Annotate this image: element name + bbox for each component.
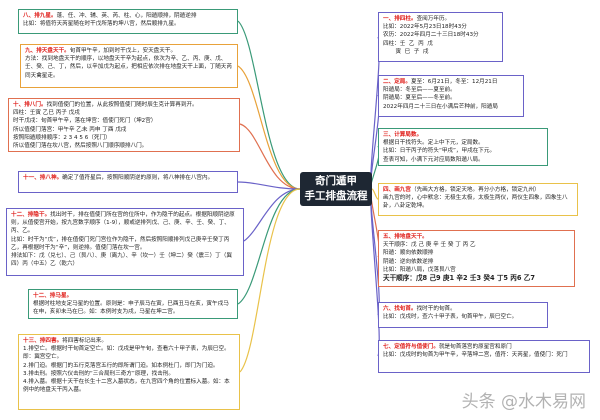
node-left-7: 十三、排四害。将四害标记出来。 1.排空亡。根据时干旬首定空亡。如：戊戌是甲午旬… (18, 334, 240, 410)
node-left-2: 九、排天盘天干。旬首甲午辛，加到时干戊上，安天盘天干。 方法：找到地盘天干的顺序… (20, 44, 238, 88)
node-text: 将四害标记出来。 (62, 338, 107, 344)
node-text: 方法：找到地盘天干的顺序，以地盘天干辛为起点，依次为辛、乙、丙、庚、戊、壬、癸、… (25, 56, 232, 79)
node-right-4: 四、画九宫（先画大方格，锁定天地。再分小方格，锁定九州） 画九宫的时，心中默念：… (378, 183, 578, 216)
central-topic: 奇门遁甲 手工排盘流程 (300, 172, 372, 206)
node-left-1: 八、排九星。蓬、任、冲、辅、英、芮、柱、心，阳遁顺排，阴遁逆排 比如：将值符天芮… (18, 9, 238, 34)
node-title: 四、画九宫 (383, 187, 411, 193)
node-text: 找出时干，排在值使门所在宫的位所中，作为隐干的起点。根据阳顺阴逆原则，从值使宫开… (11, 212, 235, 235)
node-text: 蓬、任、冲、辅、英、芮、柱、心，阳遁顺排，阴遁逆排 (56, 13, 197, 19)
node-text: 旬首甲午辛，加到时干戊上，安天盘天干。 (69, 48, 177, 54)
node-text: 比如：日干丙子的符头“甲戌”，甲戌在下元。 (383, 148, 496, 155)
node-text: （先画大方格，锁定天地。再分小方格，锁定九州） (410, 187, 540, 193)
node-text: 比如：2022年5月23日18时43分 (383, 24, 467, 31)
watermark: 头条 @水木易网 (461, 392, 586, 412)
node-text: 比如：将值符天芮星随在时干戊所落的坤八宫，然后顺排九星。 (23, 21, 180, 28)
central-topic-line1: 奇门遁甲 (315, 175, 357, 187)
node-text: 比如：戊戌时，查六十甲子表，旬首甲午，辰巳空亡。 (383, 314, 518, 321)
node-text: 寅 巳 子 戌 (383, 48, 429, 55)
node-title: 七、定值符与值使门。 (383, 344, 439, 350)
link-l1 (237, 20, 301, 190)
node-text: 画九宫的时，心中默念：无极生太极，太极生两仪，两仪生四象，四象生八卦，八卦定乾坤… (383, 195, 568, 210)
node-text-large: 天干顺序：戊8 己9 庚1 辛2 壬3 癸4 丁5 丙6 乙7 (383, 274, 535, 283)
node-title: 十二、排马星。 (33, 293, 73, 299)
node-text: 2022年四月二十三日在小满后芒种前，阳遁局 (383, 103, 498, 110)
node-text: 找到值使门的位置，从此按照值使门随时辰生克计算再到开。 (46, 102, 198, 108)
node-left-6: 十二、排马星。 根据时柱地支定马星的位置。原则是：申子辰马在寅，巳酉丑马在亥，寅… (28, 289, 238, 319)
node-text: 四柱：壬 乙 丙 戊 (383, 40, 433, 47)
node-text: 夏至：6月21日，冬至：12月21日 (410, 79, 498, 85)
node-title: 十二、排隐干。 (11, 212, 51, 218)
link-l2 (237, 65, 301, 190)
node-right-3: 三、计算局数。 根据日干找符头。定上中下元，定局数。 比如：日干丙子的符头“甲戌… (378, 128, 548, 166)
link-l7 (239, 188, 301, 373)
node-left-3: 十、排八门。找到值使门的位置，从此按照值使门随时辰生克计算再到开。 四柱：壬寅 … (8, 98, 240, 152)
central-topic-line2: 手工排盘流程 (304, 190, 368, 202)
node-title: 十、排八门。 (13, 102, 47, 108)
node-text: 1.排空亡。根据时干旬首定空亡。如：戊戌是甲午旬，查看六十甲子表，为辰巳空。即：… (23, 346, 230, 361)
link-l3 (239, 123, 301, 190)
node-text: 查表可知，小满下元对应局数阳遁八局。 (383, 156, 484, 163)
node-text: 查阅万年历。 (416, 16, 451, 22)
node-text: 阴遁：逆向依数逆排 (383, 258, 434, 265)
node-right-5: 五、排地盘天干。 天干顺序：戊 己 庚 辛 壬 癸 丁 丙 乙 阳遁：顺向依数顺… (378, 230, 575, 287)
link-l4 (237, 181, 301, 190)
link-l5 (243, 188, 301, 242)
node-text: 时干戊戌：旬首甲午辛，落在坤宫：值使门死门（坤2宫） (13, 118, 157, 125)
node-text: 天干顺序：戊 己 庚 辛 壬 癸 丁 丙 乙 (383, 242, 476, 249)
node-text: 阳遁局：冬至后——夏至前。 (383, 87, 456, 94)
node-left-5: 十二、排隐干。找出时干，排在值使门所在宫的位所中，作为隐干的起点。根据阳顺阴逆原… (6, 208, 244, 276)
node-text: 根据日干找符头。定上中下元，定局数。 (383, 140, 484, 147)
node-text: 根据时柱地支定马星的位置。原则是：申子辰马在寅，巳酉丑马在亥，寅午戌马在申，亥卯… (33, 301, 229, 316)
node-title: 六、找旬首。 (383, 306, 417, 312)
node-text: 阳遁：顺向依数顺排 (383, 250, 434, 257)
node-title: 十三、排四害。 (23, 338, 63, 344)
node-title: 一、排四柱。 (383, 16, 417, 22)
node-text: 比如：时干为“戊”，排在值使门死门宫位作为隐干，然后按照阳顺排列戊己庚辛壬癸丁丙… (11, 236, 230, 251)
node-text: 所以值使门落在坎八宫，然后按照八门顺序顺排八门。 (13, 143, 148, 150)
node-text: 3.排击刑。按照六仪击刑的“三合局刑三奇方”原理，找击刑。 (23, 370, 174, 377)
node-text: 找时干的旬首。 (416, 306, 456, 312)
node-right-7: 七、定值符与值使门。就是旬首落宫的原星宫和原门 比如：戊戌时的旬首为甲午辛，辛落… (378, 340, 590, 373)
node-text: 农历：2022年四月二十三日18时43分 (383, 32, 479, 39)
node-text: 比如：戊戌时的旬首为甲午辛，辛落坤二宫，值符：天芮星，值使门：死门 (383, 352, 568, 359)
node-title: 二、定局。 (383, 79, 411, 85)
node-text: 2.排门迫。根据门的五行克落宫五行的即所谓门迫。如本例杜门，即门为门迫。 (23, 362, 219, 369)
node-text: 就是旬首落宫的原星宫和原门 (438, 344, 512, 350)
link-l6 (237, 188, 301, 305)
node-right-6: 六、找旬首。找时干的旬首。 比如：戊戌时，查六十甲子表，旬首甲午，辰巳空亡。 (378, 302, 548, 328)
node-title: 五、排地盘天干。 (383, 234, 428, 240)
node-text: 所以值使门落宫：甲午辛 乙未 丙申 丁酉 戊戌 (13, 126, 127, 133)
node-text: 排法如下：戊（兑七）、己（艮八）、庚（离九）、辛（坎一）壬（坤二）癸（震三）丁（… (11, 253, 232, 268)
node-title: 九、排天盘天干。 (25, 48, 70, 54)
node-text: 比如：阳遁八局，戊落艮八宫 (383, 266, 456, 273)
node-right-2: 二、定局。夏至：6月21日，冬至：12月21日 阳遁局：冬至后——夏至前。 阴遁… (378, 75, 524, 117)
node-text: 四柱：壬寅 乙巳 丙子 戊戌 (13, 110, 80, 117)
node-left-4: 十一、排八神。确定了值符星后，按照阳顺阴逆的原则，将八神排在八宫内。 (18, 171, 238, 193)
node-text: 4.排入墓。根据十天干在长生十二宫入墓状态，在九宫四个角的位置标入墓。如：本例中… (23, 379, 230, 394)
node-text: 按照阳遁顺排顺序：2 3 4 5 6（死门） (13, 134, 111, 141)
node-title: 十一、排八神。 (23, 175, 63, 181)
node-right-1: 一、排四柱。查阅万年历。 比如：2022年5月23日18时43分 农历：2022… (378, 12, 503, 62)
node-title: 八、排九星。 (23, 13, 57, 19)
link-r4 (371, 188, 379, 200)
node-title: 三、计算局数。 (383, 132, 423, 138)
node-text: 阴遁局：夏至后——冬至前。 (383, 95, 456, 102)
node-text: 确定了值符星后，按照阳顺阴逆的原则，将八神排在八宫内。 (62, 175, 214, 181)
